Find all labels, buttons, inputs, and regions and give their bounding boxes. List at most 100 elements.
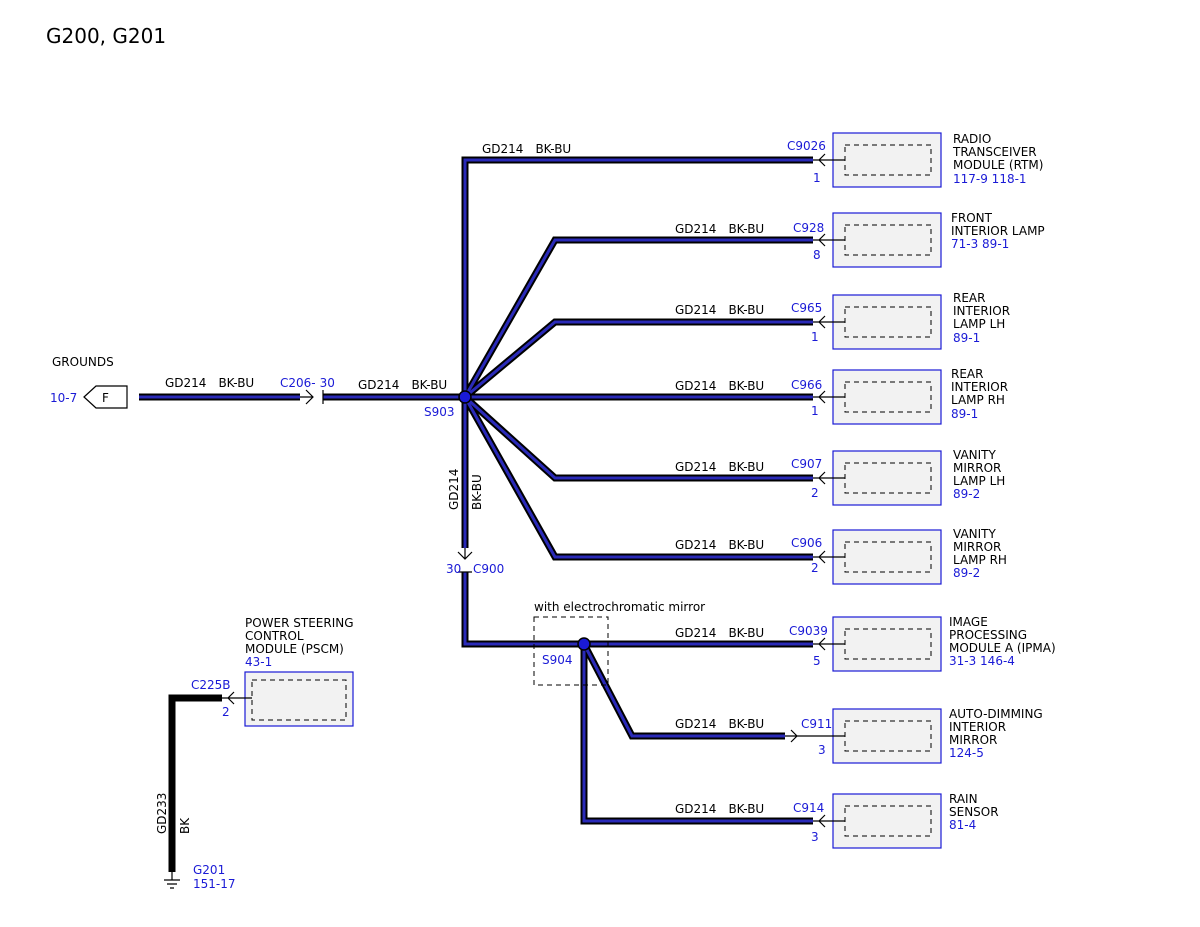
connector-c906-pin: 2 bbox=[811, 561, 819, 575]
connector-c911-pin: 3 bbox=[818, 743, 826, 757]
module-rear-rh-name-line3: LAMP RH bbox=[951, 393, 1005, 407]
connector-c9026-label: C9026 bbox=[787, 139, 826, 153]
connector-c911-label: C911 bbox=[801, 717, 832, 731]
module-ipma-name-line2: PROCESSING bbox=[949, 628, 1027, 642]
module-rear-lh-name-line3: LAMP LH bbox=[953, 317, 1005, 331]
connector-c225b-pin: 2 bbox=[222, 705, 230, 719]
ground-g201-label: G201 bbox=[193, 863, 225, 877]
c206-inline-connector-icon bbox=[300, 389, 324, 405]
module-auto-dimming-name-line3: MIRROR bbox=[949, 733, 997, 747]
module-ipma-name-line3: MODULE A (IPMA) bbox=[949, 641, 1056, 655]
wire-label-vertical-name: GD214 bbox=[447, 469, 461, 510]
module-rtm-name-line3: MODULE (RTM) bbox=[953, 158, 1043, 172]
module-vanity-mirror-lamp-lh: C907 2 VANITY MIRROR LAMP LH 89-2 bbox=[791, 448, 1005, 506]
module-rtm-name-line1: RADIO bbox=[953, 132, 991, 146]
connector-c9039-pin: 5 bbox=[813, 654, 821, 668]
connector-c9039-label: C9039 bbox=[789, 624, 828, 638]
grounds-title: GROUNDS bbox=[52, 355, 114, 369]
wire-label-gd233: GD233 bbox=[155, 793, 169, 834]
grounds-connector-letter: F bbox=[102, 391, 109, 405]
module-front-lamp-ref: 71-3 89-1 bbox=[951, 237, 1009, 251]
module-rear-rh-ref: 89-1 bbox=[951, 407, 978, 421]
connector-c9026-pin: 1 bbox=[813, 171, 821, 185]
ground-g201-ref: 151-17 bbox=[193, 877, 236, 891]
module-rain-sensor-name-line2: SENSOR bbox=[949, 805, 999, 819]
module-vanity-rh-ref: 89-2 bbox=[953, 566, 980, 580]
module-rtm-ref: 117-9 118-1 bbox=[953, 172, 1027, 186]
module-ipma: C9039 5 IMAGE PROCESSING MODULE A (IPMA)… bbox=[789, 615, 1056, 672]
module-pscm-name-line1: POWER STEERING bbox=[245, 616, 354, 630]
module-vanity-rh-name-line1: VANITY bbox=[953, 527, 996, 541]
wire-harness bbox=[139, 156, 813, 872]
module-ipma-name-line1: IMAGE bbox=[949, 615, 988, 629]
module-pscm-name-line2: CONTROL bbox=[245, 629, 304, 643]
module-vanity-lh-name-line3: LAMP LH bbox=[953, 474, 1005, 488]
module-vanity-rh-name-line2: MIRROR bbox=[953, 540, 1001, 554]
module-front-interior-lamp: C928 8 FRONT INTERIOR LAMP 71-3 89-1 bbox=[793, 211, 1045, 268]
module-rear-rh-name-line2: INTERIOR bbox=[951, 380, 1008, 394]
connector-c965-pin: 1 bbox=[811, 330, 819, 344]
module-rear-interior-lamp-lh: C965 1 REAR INTERIOR LAMP LH 89-1 bbox=[791, 291, 1010, 350]
module-rain-sensor: C914 3 RAIN SENSOR 81-4 bbox=[793, 792, 999, 849]
module-auto-dimming-name-line2: INTERIOR bbox=[949, 720, 1006, 734]
connector-c965-label: C965 bbox=[791, 301, 822, 315]
module-front-lamp-name-line2: INTERIOR LAMP bbox=[951, 224, 1045, 238]
option-label: with electrochromatic mirror bbox=[534, 600, 705, 614]
connector-c928-pin: 8 bbox=[813, 248, 821, 262]
connector-c966-label: C966 bbox=[791, 378, 822, 392]
module-rain-sensor-ref: 81-4 bbox=[949, 818, 976, 832]
module-rear-rh-name-line1: REAR bbox=[951, 367, 983, 381]
module-ipma-ref: 31-3 146-4 bbox=[949, 654, 1015, 668]
connector-c907-label: C907 bbox=[791, 457, 822, 471]
module-auto-dimming-ref: 124-5 bbox=[949, 746, 984, 760]
module-pscm-name-line3: MODULE (PSCM) bbox=[245, 642, 344, 656]
module-vanity-lh-name-line1: VANITY bbox=[953, 448, 996, 462]
c206-label: C206-30 bbox=[280, 376, 335, 390]
s903-label: S903 bbox=[424, 405, 455, 419]
module-rear-interior-lamp-rh: C966 1 REAR INTERIOR LAMP RH 89-1 bbox=[791, 367, 1008, 425]
wire-label-vertical-color: BK-BU bbox=[470, 474, 484, 510]
connector-c928-label: C928 bbox=[793, 221, 824, 235]
c900-pin: 30 bbox=[446, 562, 461, 576]
module-vanity-rh-name-line3: LAMP RH bbox=[953, 553, 1007, 567]
ground-symbol-icon bbox=[164, 872, 180, 889]
module-front-lamp-name-line1: FRONT bbox=[951, 211, 993, 225]
module-rear-lh-name-line1: REAR bbox=[953, 291, 985, 305]
module-rear-lh-ref: 89-1 bbox=[953, 331, 980, 345]
module-rtm-name-line2: TRANSCEIVER bbox=[952, 145, 1037, 159]
c900-inline-connector-icon bbox=[457, 548, 473, 573]
module-auto-dimming-name-line1: AUTO-DIMMING bbox=[949, 707, 1043, 721]
grounds-ref: 10-7 bbox=[50, 391, 77, 405]
s904-splice-dot bbox=[577, 637, 591, 651]
module-rain-sensor-name-line1: RAIN bbox=[949, 792, 978, 806]
s904-label: S904 bbox=[542, 653, 573, 667]
wire-label-gd233-color: BK bbox=[178, 817, 192, 834]
connector-c906-label: C906 bbox=[791, 536, 822, 550]
c900-label: C900 bbox=[473, 562, 504, 576]
option-box bbox=[533, 616, 609, 686]
ground-connector-icon bbox=[83, 385, 128, 409]
page-title: G200, G201 bbox=[46, 24, 166, 48]
module-pscm-ref: 43-1 bbox=[245, 655, 272, 669]
module-vanity-mirror-lamp-rh: C906 2 VANITY MIRROR LAMP RH 89-2 bbox=[791, 527, 1007, 585]
module-pscm: POWER STEERING CONTROL MODULE (PSCM) 43-… bbox=[191, 616, 354, 727]
connector-c914-pin: 3 bbox=[811, 830, 819, 844]
module-auto-dimming-mirror: C911 3 AUTO-DIMMING INTERIOR MIRROR 124-… bbox=[785, 707, 1043, 764]
connector-c966-pin: 1 bbox=[811, 404, 819, 418]
module-rtm: C9026 1 RADIO TRANSCEIVER MODULE (RTM) 1… bbox=[787, 132, 1043, 188]
connector-c907-pin: 2 bbox=[811, 486, 819, 500]
s903-splice-dot bbox=[458, 390, 472, 404]
connector-c914-label: C914 bbox=[793, 801, 824, 815]
module-vanity-lh-name-line2: MIRROR bbox=[953, 461, 1001, 475]
connector-c225b-label: C225B bbox=[191, 678, 231, 692]
module-vanity-lh-ref: 89-2 bbox=[953, 487, 980, 501]
